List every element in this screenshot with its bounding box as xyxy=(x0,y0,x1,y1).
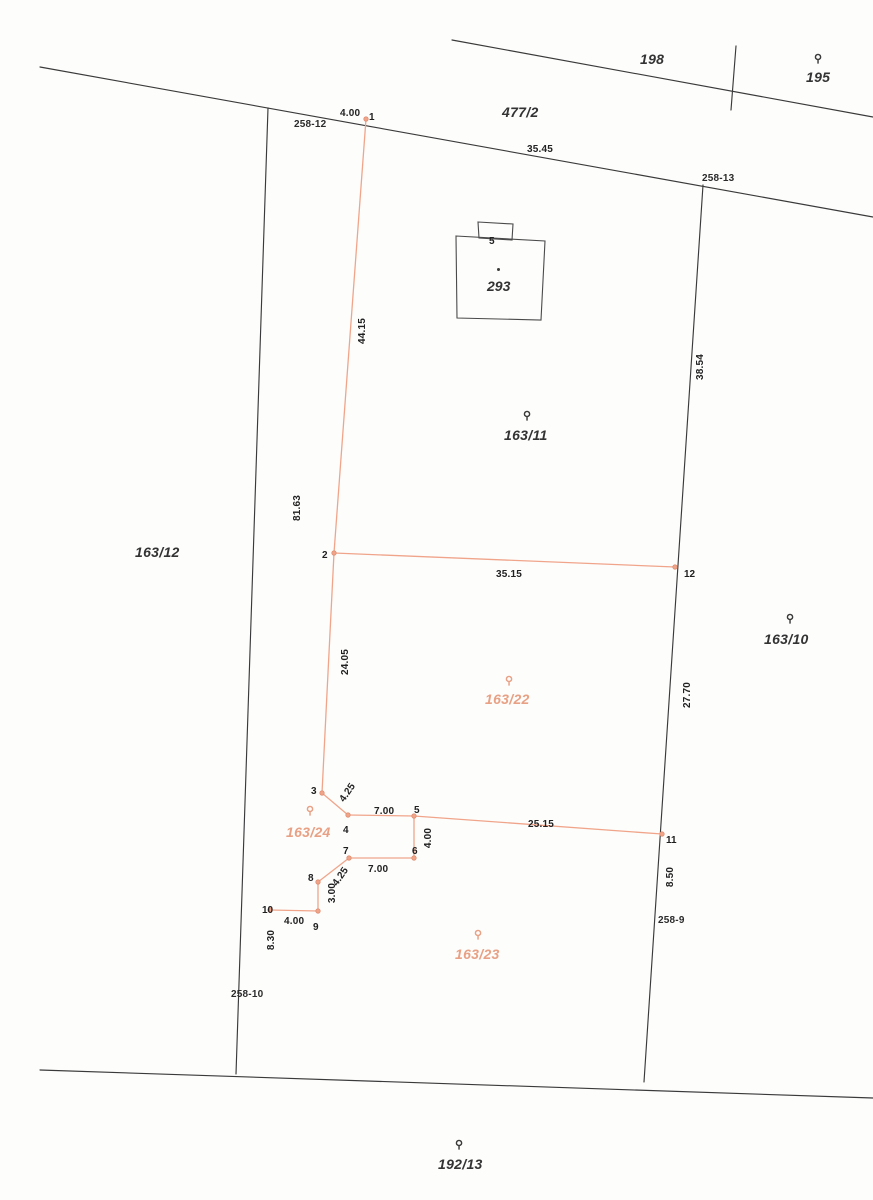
vertex-number-8: 8 xyxy=(308,873,314,884)
vertex-point-8 xyxy=(315,879,321,885)
boundary-code-258-12: 258-12 xyxy=(294,119,327,130)
vertex-point-9 xyxy=(315,908,321,914)
parcel-marker-icon-163-11: ⚲ xyxy=(523,410,532,422)
existing-boundary-line-5 xyxy=(39,1069,873,1099)
parcel-label-163-11: 163/11 xyxy=(504,427,548,443)
dimension-label-0: 4.00 xyxy=(340,108,361,119)
building-main-outline xyxy=(455,235,546,321)
dimension-label-7: 27.70 xyxy=(682,681,694,709)
boundary-code-258-13: 258-13 xyxy=(702,173,735,184)
vertex-number-4: 4 xyxy=(343,825,349,836)
dimension-label-9: 7.00 xyxy=(374,806,395,817)
parcel-marker-icon-163-24: ⚲ xyxy=(306,805,315,817)
vertex-number-11: 11 xyxy=(666,835,677,846)
vertex-point-2 xyxy=(331,550,337,556)
dimension-label-17: 8.30 xyxy=(266,929,278,951)
vertex-point-12 xyxy=(672,564,678,570)
vertex-point-10 xyxy=(267,907,273,913)
dimension-label-14: 3.00 xyxy=(327,882,339,904)
parcel-marker-icon-192-13: ⚲ xyxy=(455,1139,464,1151)
vertex-point-3 xyxy=(319,790,325,796)
dimension-label-5: 35.15 xyxy=(496,569,523,580)
existing-boundary-line-4 xyxy=(643,184,704,1083)
vertex-number-1: 1 xyxy=(369,112,375,123)
building-center-dot xyxy=(497,268,500,271)
division-line-8 xyxy=(317,857,350,883)
parcel-marker-icon-163-23: ⚲ xyxy=(474,929,483,941)
division-line-0 xyxy=(333,118,367,554)
boundary-code-258-9: 258-9 xyxy=(658,915,685,926)
building-outline xyxy=(455,221,546,321)
parcel-label-163-23: 163/23 xyxy=(455,946,500,962)
division-line-10 xyxy=(269,909,319,912)
existing-boundary-line-3 xyxy=(235,107,269,1075)
building-annex-outline xyxy=(477,221,514,241)
vertex-number-5: 5 xyxy=(414,805,420,816)
division-line-1 xyxy=(333,552,676,568)
vertex-number-10: 10 xyxy=(262,905,274,916)
parcel-label-195: 195 xyxy=(806,69,831,85)
existing-boundary-line-0 xyxy=(39,66,873,218)
vertex-point-5 xyxy=(411,813,417,819)
boundary-code-258-10: 258-10 xyxy=(231,989,264,1000)
existing-boundaries xyxy=(39,39,873,1099)
vertex-number-9: 9 xyxy=(313,922,319,933)
vertex-number-12: 12 xyxy=(684,569,696,580)
parcel-label-163-10: 163/10 xyxy=(764,631,809,647)
dimension-label-11: 4.00 xyxy=(423,827,435,849)
division-line-5 xyxy=(413,815,663,835)
parcel-marker-icon-163-10: ⚲ xyxy=(786,613,795,625)
vertex-number-2: 2 xyxy=(322,550,328,561)
parcel-label-163-12: 163/12 xyxy=(135,544,180,560)
new-division-lines xyxy=(269,118,676,912)
parcel-label-477-2: 477/2 xyxy=(502,104,539,120)
vertex-point-6 xyxy=(411,855,417,861)
dimension-label-3: 81.63 xyxy=(292,494,304,522)
vertex-number-6: 6 xyxy=(412,846,418,857)
vertex-point-7 xyxy=(346,855,352,861)
building-number-label: 293 xyxy=(487,278,511,294)
division-line-2 xyxy=(321,552,335,794)
parcel-label-163-24: 163/24 xyxy=(286,824,331,840)
parcel-label-198: 198 xyxy=(640,51,665,67)
parcel-label-192-13: 192/13 xyxy=(438,1156,483,1172)
dimension-label-1: 35.45 xyxy=(527,144,554,155)
existing-boundary-line-2 xyxy=(730,45,737,111)
vertex-number-3: 3 xyxy=(311,786,317,797)
division-line-4 xyxy=(347,814,415,817)
vertex-points xyxy=(267,116,678,914)
division-line-3 xyxy=(321,792,349,816)
parcel-label-163-22: 163/22 xyxy=(485,691,530,707)
dimension-label-2: 44.15 xyxy=(357,317,369,345)
dimension-label-15: 4.00 xyxy=(284,916,305,927)
vertex-point-1 xyxy=(363,116,369,122)
dimension-label-16: 8.50 xyxy=(665,866,677,888)
dimension-label-4: 38.54 xyxy=(695,353,707,381)
building-annex-mark: 5 xyxy=(489,236,495,247)
dimension-label-10: 25.15 xyxy=(528,819,555,830)
existing-boundary-line-1 xyxy=(451,39,873,118)
parcel-marker-icon-163-22: ⚲ xyxy=(505,675,514,687)
vertex-point-11 xyxy=(659,831,665,837)
dimension-label-6: 24.05 xyxy=(340,648,352,676)
parcel-marker-icon-195: ⚲ xyxy=(814,53,823,65)
vertex-point-4 xyxy=(345,812,351,818)
vertex-number-7: 7 xyxy=(343,846,349,857)
dimension-label-12: 7.00 xyxy=(368,864,389,875)
